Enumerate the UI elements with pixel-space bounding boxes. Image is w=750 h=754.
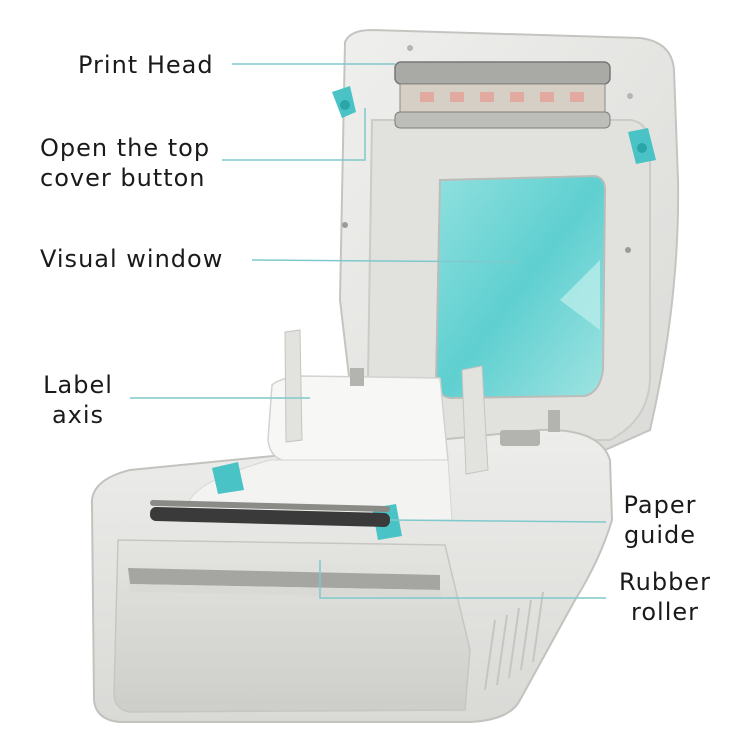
label-rubber-roller: Rubber roller bbox=[619, 568, 711, 626]
label-print-head: Print Head bbox=[78, 51, 214, 79]
label-open-cover-button: Open the top cover button bbox=[40, 134, 211, 192]
mechanism-detail bbox=[350, 368, 560, 446]
label-paper-guide: Paper guide bbox=[623, 491, 697, 549]
leader-visual-window bbox=[251, 259, 521, 263]
print-head-bar bbox=[394, 61, 611, 85]
print-head-marks bbox=[420, 92, 584, 102]
label-holder-left bbox=[284, 329, 303, 443]
front-panel bbox=[113, 539, 471, 713]
side-vents bbox=[484, 591, 544, 691]
leader-lines bbox=[130, 63, 607, 599]
paper-guide-left bbox=[212, 462, 244, 494]
leader-paper-guide bbox=[389, 519, 607, 523]
label-holder-right bbox=[461, 365, 489, 475]
window-reflection bbox=[560, 260, 600, 330]
paper-exit-slot bbox=[128, 568, 440, 590]
print-head-shaft bbox=[394, 111, 611, 129]
label-label-axis: Label axis bbox=[43, 371, 113, 429]
leader-open-cover bbox=[222, 108, 366, 161]
label-visual-window: Visual window bbox=[40, 245, 224, 273]
rubber-roller bbox=[150, 507, 390, 527]
leader-rubber-roller bbox=[319, 560, 606, 599]
